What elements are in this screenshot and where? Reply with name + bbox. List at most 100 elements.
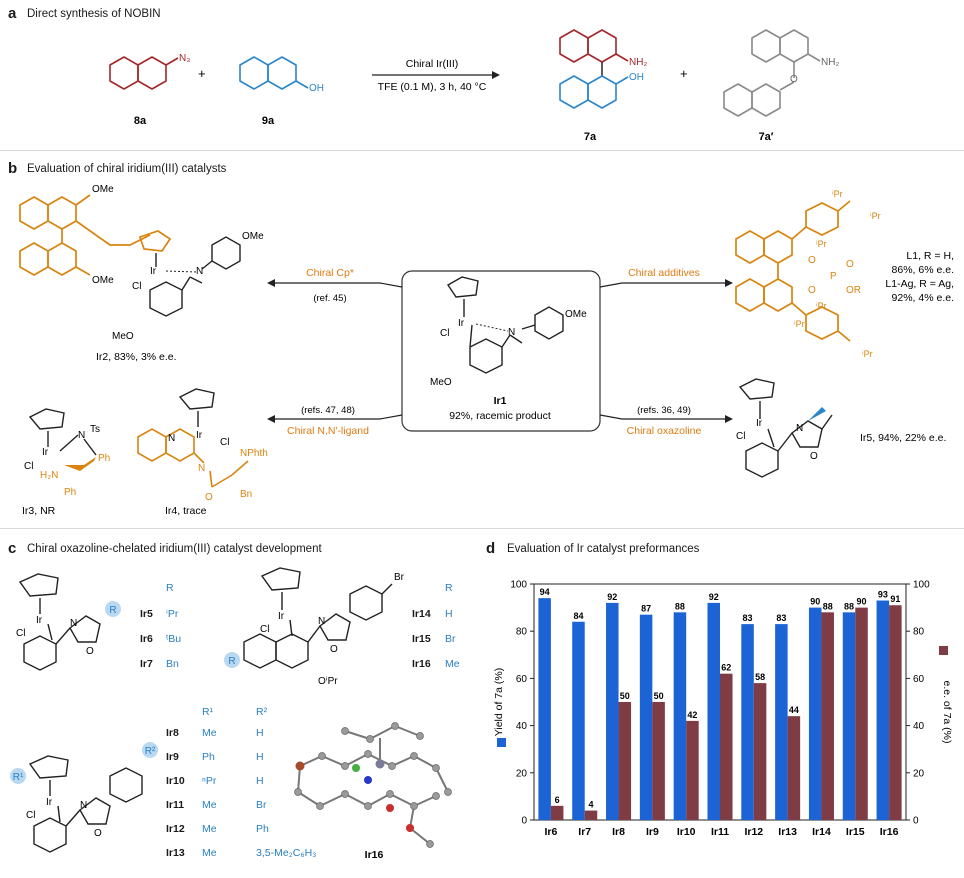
- data-label-yield: 92: [607, 592, 617, 602]
- data-label-ee: 4: [588, 800, 593, 810]
- data-label-ee: 44: [789, 705, 799, 715]
- x-tick-label: Ir6: [544, 826, 557, 838]
- panel-a-letter: a: [8, 5, 17, 22]
- bar-ee: [686, 720, 699, 820]
- table-c1-id-2: Ir7: [140, 658, 153, 670]
- label-9a: 9a: [262, 115, 275, 127]
- ir4-cp: [178, 388, 215, 427]
- ir4-n-amide: N: [198, 463, 205, 474]
- c3-n: N: [80, 800, 87, 811]
- arrow-chiral-cp: [275, 282, 403, 288]
- l1-ipr-6: ⁱPr: [862, 349, 873, 359]
- y-tick-label-left: 20: [516, 768, 528, 779]
- ether-byproduct: [723, 29, 821, 117]
- bar-ee: [584, 810, 598, 820]
- data-label-ee: 90: [857, 597, 867, 607]
- table-c3-r2-3: Br: [256, 799, 267, 811]
- amine-label-7a: NH₂: [629, 57, 647, 68]
- x-tick-label: Ir11: [711, 826, 729, 838]
- complex-ir8-13: [28, 755, 143, 853]
- table-c3-id-0: Ir8: [166, 727, 179, 739]
- table-c3-header-r1: R¹: [202, 706, 214, 718]
- ir1-result: 92%, racemic product: [449, 410, 551, 422]
- table-c3-r2-4: Ph: [256, 823, 269, 835]
- bar-ee: [821, 612, 834, 820]
- ir5-n: N: [796, 423, 803, 434]
- table-c2-r-0: H: [445, 608, 453, 620]
- ir1-metal: Ir: [458, 318, 465, 329]
- crystal-atom-o1: [386, 804, 394, 812]
- bar-yield: [808, 607, 822, 820]
- table-c3-header-r2: R²: [256, 706, 268, 718]
- crystal-atom-o2: [406, 824, 414, 832]
- hydroxyl-label-9a: OH: [309, 83, 324, 94]
- ir3-ph-1: Ph: [98, 453, 110, 464]
- c3-metal: Ir: [46, 797, 53, 808]
- ir2-binaphthyl: [19, 194, 172, 276]
- data-label-ee: 88: [823, 601, 833, 611]
- c2-cl: Cl: [260, 624, 269, 635]
- data-label-ee: 62: [721, 663, 731, 673]
- l1ag-line2: 92%, 4% e.e.: [892, 292, 954, 304]
- ir2-n: N: [196, 266, 203, 277]
- table-c1-id-1: Ir6: [140, 633, 153, 645]
- y-tick-label-right: 40: [913, 721, 925, 732]
- x-tick-label: Ir16: [880, 826, 899, 838]
- bar-ee: [787, 716, 801, 820]
- l1-o2: O: [808, 285, 816, 296]
- l1-ipr-3: ⁱPr: [816, 239, 827, 249]
- data-label-ee: 58: [755, 672, 765, 682]
- l1ag-line1: L1-Ag, R = Ag,: [885, 278, 954, 290]
- table-c3-r1-0: Me: [202, 727, 217, 739]
- ir1-structure: [447, 276, 564, 374]
- table-c2-id-2: Ir16: [412, 658, 431, 670]
- data-label-yield: 88: [675, 601, 685, 611]
- ir3-ts: Ts: [90, 424, 100, 435]
- x-tick-label: Ir8: [612, 826, 625, 838]
- ir5-structure: [738, 378, 833, 478]
- y-tick-label-left: 0: [521, 816, 527, 827]
- table-c2-id-0: Ir14: [412, 608, 431, 620]
- y-tick-label-left: 40: [516, 721, 528, 732]
- r-label-1: R: [109, 605, 116, 616]
- table-c3-r1-5: Me: [202, 847, 217, 859]
- y-axis-label-right: e.e. of 7a (%): [941, 680, 953, 743]
- label-chiral-cp: Chiral Cp*: [306, 267, 354, 279]
- bar-ee: [889, 605, 902, 820]
- legend-yield-swatch: [497, 738, 506, 747]
- table-c3-r1-1: Ph: [202, 751, 215, 763]
- table-c3-r2-5: 3,5-Me₂C₆H₃: [256, 847, 317, 859]
- nobin-upper-ring: [559, 29, 629, 63]
- table-c1-r-2: Bn: [166, 658, 179, 670]
- data-label-ee: 50: [654, 691, 664, 701]
- panel-d-letter: d: [486, 540, 496, 557]
- label-7a-prime: 7a′: [759, 131, 774, 143]
- bar-yield: [775, 624, 788, 820]
- ir1-ome: OMe: [565, 309, 587, 320]
- ir2-ome-top: OMe: [92, 184, 114, 195]
- ir2-meo: MeO: [112, 331, 134, 342]
- panel-c-title: Chiral oxazoline-chelated iridium(III) c…: [27, 543, 322, 555]
- table-c3-id-5: Ir13: [166, 847, 185, 859]
- table-c3-r1-4: Me: [202, 823, 217, 835]
- ir1-cl: Cl: [440, 328, 449, 339]
- data-label-yield: 83: [776, 613, 786, 623]
- hydroxyl-label-7a: OH: [629, 72, 644, 83]
- data-label-ee: 6: [555, 795, 560, 805]
- bar-yield: [572, 621, 585, 820]
- ir4-nphth: NPhth: [240, 448, 268, 459]
- panel-a-title: Direct synthesis of NOBIN: [27, 8, 161, 20]
- r1-label: R¹: [13, 772, 24, 783]
- l1-ipr-2: ⁱPr: [870, 211, 881, 221]
- label-chiral-oxazoline: Chiral oxazoline: [627, 425, 702, 437]
- bar-ee: [652, 702, 665, 820]
- table-c2-r-2: Me: [445, 658, 460, 670]
- ir2-cl: Cl: [132, 281, 141, 292]
- scheme-c-structures: R R R¹ R² Ir Cl N O Ir Cl N O Br OⁱPr Ir…: [10, 567, 452, 861]
- data-label-ee: 91: [890, 594, 900, 604]
- legend-ee-swatch: [939, 646, 948, 655]
- table-c3-id-4: Ir12: [166, 823, 185, 835]
- crystal-atom-n: [364, 776, 372, 784]
